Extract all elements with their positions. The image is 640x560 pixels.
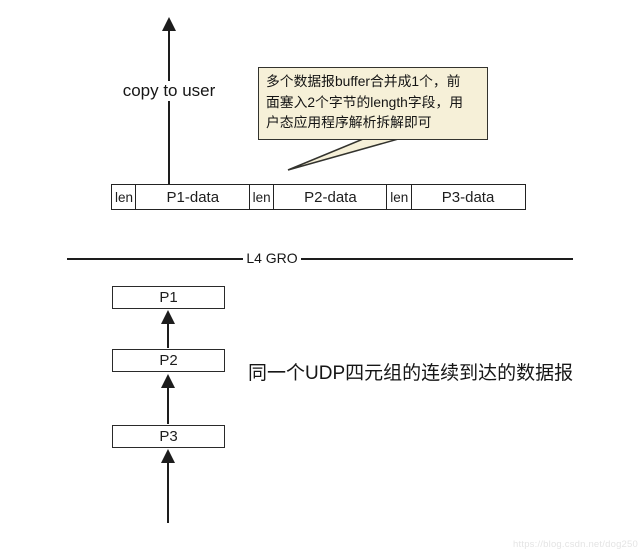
arrow-up-icon bbox=[161, 449, 175, 463]
arrow-shaft bbox=[167, 322, 169, 348]
arrow-shaft bbox=[167, 386, 169, 424]
packet-box-p1: P1 bbox=[112, 286, 225, 309]
p3-data-cell: P3-data bbox=[410, 184, 526, 210]
divider-line-right bbox=[301, 258, 573, 260]
note-line: 面塞入2个字节的length字段，用 bbox=[266, 94, 464, 110]
divider-line-left bbox=[67, 258, 243, 260]
len-cell: len bbox=[386, 184, 413, 210]
note-line: 多个数据报buffer合并成1个，前 bbox=[266, 74, 461, 89]
merged-buffer-row: len P1-data len P2-data len P3-data bbox=[111, 184, 526, 210]
udp-flow-annotation: 同一个UDP四元组的连续到达的数据报 bbox=[248, 363, 574, 384]
len-cell: len bbox=[111, 184, 137, 210]
watermark: https://blog.csdn.net/dog250 bbox=[513, 539, 638, 550]
note-line: 户态应用程序解析拆解即可 bbox=[266, 115, 432, 130]
packet-box-p2: P2 bbox=[112, 349, 225, 372]
p2-data-cell: P2-data bbox=[272, 184, 388, 210]
arrow-up-icon bbox=[161, 310, 175, 324]
copy-to-user-label: copy to user bbox=[116, 81, 222, 101]
packet-box-p3: P3 bbox=[112, 425, 225, 448]
len-cell: len bbox=[248, 184, 275, 210]
arrow-shaft bbox=[167, 461, 169, 523]
arrow-shaft bbox=[168, 29, 170, 184]
p1-data-cell: P1-data bbox=[135, 184, 251, 210]
note-box: 多个数据报buffer合并成1个，前 面塞入2个字节的length字段，用 户态… bbox=[258, 67, 488, 140]
divider-label: L4 GRO bbox=[246, 250, 298, 266]
arrow-up-icon bbox=[162, 17, 176, 31]
arrow-up-icon bbox=[161, 374, 175, 388]
